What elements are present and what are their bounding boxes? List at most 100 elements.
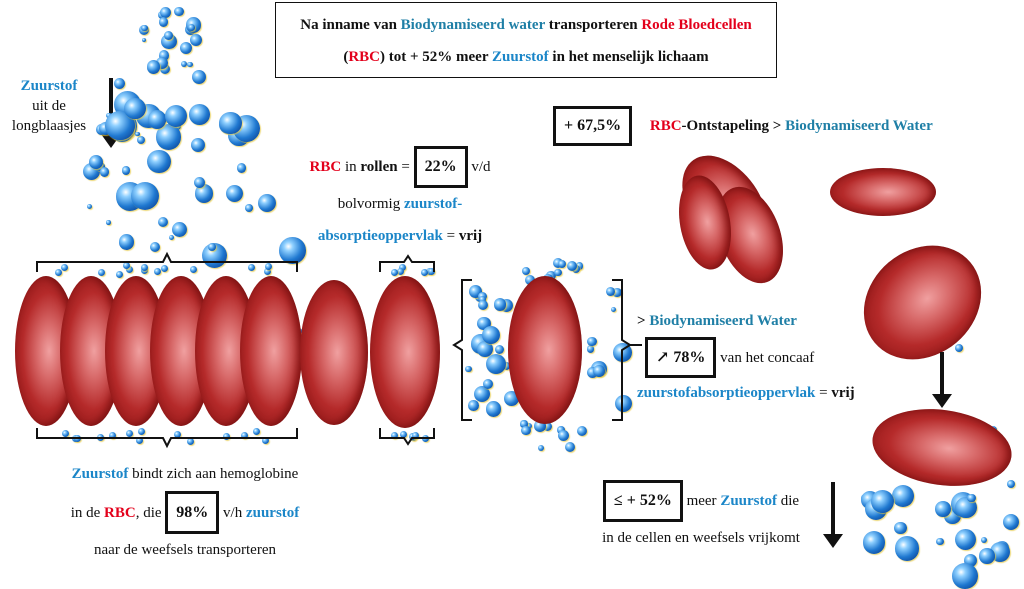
oxygen-bubble [163,31,173,41]
oxygen-bubble [894,521,907,535]
oxygen-bubble [193,177,205,189]
oxygen-bubble [99,167,109,177]
oxygen-bubble [989,541,1010,562]
oxygen-bubble [158,50,170,61]
oxygen-bubble [611,306,617,312]
oxygen-bubble [190,33,203,46]
oxygen-bubble [412,431,420,439]
oxygen-bubble [87,204,93,210]
oxygen-bubble [862,531,886,555]
oxygen-bubble [534,420,547,432]
oxygen-bubble [485,400,502,417]
oxygen-bubble [557,259,567,268]
oxygen-bubble [390,269,398,277]
oxygen-bubble [191,69,206,85]
oxygen-bubble [494,345,504,355]
oxygen-bubble [157,217,168,228]
oxygen-bubble [465,365,472,373]
title-box: Na inname van Biodynamiseerd water trans… [275,2,777,78]
oxygen-bubble [109,431,117,439]
red-blood-cell [508,276,582,424]
oxygen-bubble [279,237,306,264]
arrow-down-icon [823,482,843,548]
oxygen-bubble [188,24,195,31]
oxygen-bubble [428,268,436,276]
oxygen-bubble [871,490,895,514]
oxygen-bubble [473,386,491,403]
oxygen-bubble [980,536,987,543]
rolling-text: RBC in rollen = 22% v/d bolvormig zuurst… [300,146,500,252]
oxygen-bubble [174,7,184,17]
oxygen-bubble [954,343,963,352]
oxygen-bubble [934,501,951,517]
oxygen-bubble [121,166,131,175]
oxygen-bubble [525,275,535,286]
oxygen-bubble [158,17,169,27]
oxygen-bubble [575,262,584,270]
oxygen-bubble [141,24,148,32]
oxygen-bubble [586,366,598,378]
oxygen-bubble [587,336,597,347]
red-blood-cell [370,276,440,428]
oxygen-bubble [236,163,247,174]
oxygen-bubble [955,528,977,550]
oxygen-bubble [245,204,254,213]
oxygen-bubble [558,429,570,441]
oxygen-bubble [189,103,211,125]
title-line-2: (RBC) tot + 52% meer Zuurstof in het men… [343,49,709,65]
oxygen-bubble [247,263,255,271]
oxygen-bubble [174,430,182,438]
oxygen-bubble [137,428,145,436]
oxygen-bubble [979,548,995,564]
hemoglobin-percent-box: 98% [165,491,220,534]
oxygen-bubble [136,136,145,145]
oxygen-bubble [135,131,140,137]
oxygen-bubble [1006,480,1015,489]
oxygen-bubble [142,37,147,42]
red-blood-cell [300,280,368,425]
oxygen-bubble [161,264,169,272]
oxygen-bubble [114,77,126,90]
oxygen-bubble [98,269,106,277]
hemoglobin-text: Zuurstof bindt zich aan hemoglobine in d… [70,466,300,558]
oxygen-bubble [572,265,580,274]
oxygen-bubble [240,432,248,440]
oxygen-bubble [135,437,143,445]
oxygen-bubble [420,269,428,277]
oxygen-bubble [520,420,528,428]
oxygen-bubble [399,263,407,271]
oxygen-bubble [567,261,578,272]
oxygen-bubble [614,395,632,413]
oxygen-bubble [159,63,170,74]
oxygen-bubble [481,325,500,344]
oxygen-bubble [494,298,507,311]
oxygen-bubble [118,234,135,250]
oxygen-source-label: Zuurstof uit de longblaasjes [11,78,87,134]
oxygen-bubble [154,267,162,275]
oxygen-bubble [477,341,493,357]
oxygen-bubble [478,299,489,310]
oxygen-bubble [892,484,915,507]
oxygen-bubble [130,182,159,211]
oxygen-bubble [554,268,563,277]
oxygen-bubble [116,271,124,279]
oxygen-bubble [486,353,507,374]
oxygen-bubble [61,263,69,271]
oxygen-bubble [147,149,172,174]
oxygen-bubble [61,430,69,438]
release-text: ≤ + 52% meer Zuurstof die in de cellen e… [585,480,817,554]
unstacking-text: + 67,5% RBC-Ontstapeling > Biodynamiseer… [553,106,933,146]
oxygen-bubble [147,110,166,129]
title-line-1: Na inname van Biodynamiseerd water trans… [300,17,752,33]
release-percent-box: ≤ + 52% [602,480,683,522]
oxygen-bubble [521,425,531,436]
oxygen-bubble [592,364,605,377]
oxygen-bubble [542,422,552,432]
arrow-down-icon [932,352,952,408]
oxygen-bubble [219,111,242,135]
oxygen-bubble [252,428,260,436]
oxygen-bubble [397,267,405,275]
oxygen-bubble [612,287,623,298]
oxygen-bubble [187,437,195,445]
oxygen-bubble [172,222,188,238]
